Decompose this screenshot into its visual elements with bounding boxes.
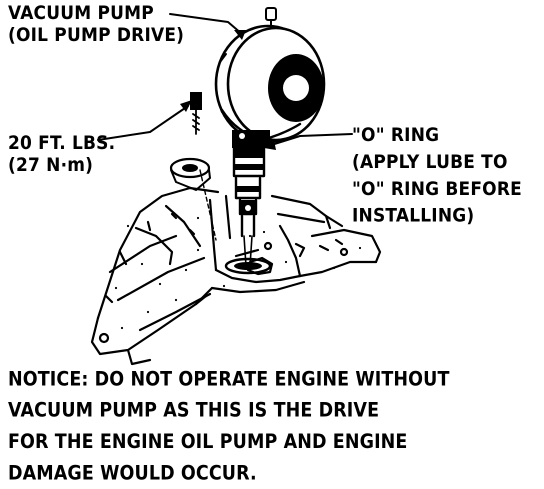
torque-leader	[97, 105, 189, 141]
vacuum-pump-label: VACUUM PUMP (OIL PUMP DRIVE)	[8, 2, 184, 47]
diagram-canvas: VACUUM PUMP (OIL PUMP DRIVE) 20 FT. LBS.…	[8, 2, 522, 485]
hold-down-bolt	[190, 92, 202, 135]
torque-spec-label: 20 FT. LBS. (27 N·m)	[8, 132, 115, 177]
o-ring-label-line1: "O" RING	[352, 124, 440, 147]
vacuum-pump-label-line2: (OIL PUMP DRIVE)	[8, 24, 185, 47]
o-ring-label-line2: (APPLY LUBE TO	[352, 151, 508, 174]
notice-line3: FOR THE ENGINE OIL PUMP AND ENGINE	[8, 431, 408, 454]
engine-block-stipple	[114, 216, 362, 330]
vacuum-pump-label-line1: VACUUM PUMP	[8, 2, 154, 25]
engine-block	[90, 186, 382, 366]
engine-illustration	[90, 7, 382, 366]
vacuum-pump	[214, 7, 326, 148]
pump-drive-shaft	[224, 146, 272, 275]
o-ring-label: "O" RING (APPLY LUBE TO "O" RING BEFORE …	[352, 122, 522, 230]
notice-line2: VACUUM PUMP AS THIS IS THE DRIVE	[8, 399, 380, 423]
notice-text: NOTICE: DO NOT OPERATE ENGINE WITHOUT VA…	[8, 364, 450, 489]
leader-arrowheads	[180, 30, 276, 150]
hold-down-clamp	[169, 157, 217, 241]
torque-spec-label-line2: (27 N·m)	[8, 154, 94, 177]
notice-line1: NOTICE: DO NOT OPERATE ENGINE WITHOUT	[8, 368, 450, 391]
torque-spec-label-line1: 20 FT. LBS.	[8, 132, 116, 155]
o-ring-leader	[267, 133, 353, 147]
o-ring-label-line4: INSTALLING)	[352, 204, 475, 228]
o-ring-label-line3: "O" RING BEFORE	[352, 178, 522, 201]
